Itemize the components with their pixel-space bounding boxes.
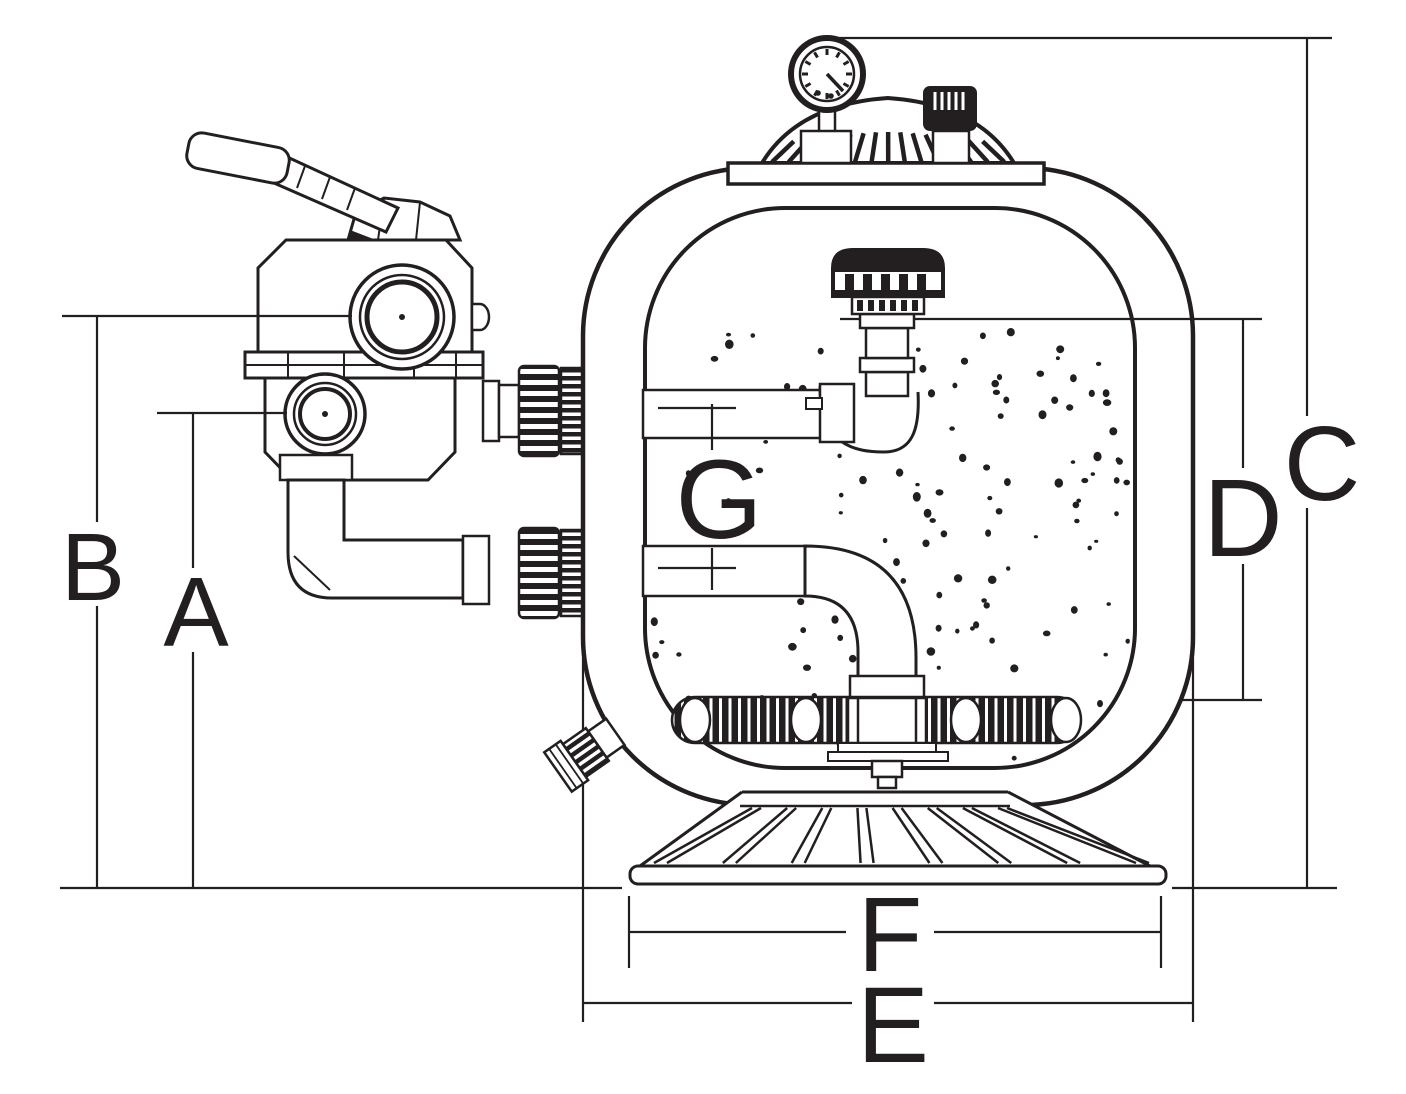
diffuser <box>831 248 945 398</box>
drain-fitting <box>542 717 627 794</box>
union-lower <box>517 526 584 620</box>
air-relief-plug <box>923 86 977 165</box>
valve-handle <box>185 131 463 242</box>
dimension-label-e: E <box>857 964 929 1085</box>
diffuser-elbow-block <box>818 382 856 444</box>
handle-grip <box>185 131 291 185</box>
valve-side-nub <box>470 302 491 332</box>
dimension-e: E <box>581 650 1195 1085</box>
pressure-gauge-icon <box>788 35 866 113</box>
base-skirt <box>639 790 1151 868</box>
return-pipe <box>641 544 807 598</box>
diffuser-elbow-nub <box>805 397 823 410</box>
dimension-label-a: A <box>163 557 229 667</box>
dimension-lines-under: B A C D E <box>60 38 1360 1085</box>
lateral-hub <box>846 696 928 745</box>
gauge-base <box>799 129 853 165</box>
inlet-pipe <box>641 388 824 440</box>
union-upper <box>517 364 584 458</box>
dimension-label-c: C <box>1284 405 1361 523</box>
port-leaders <box>62 314 405 417</box>
dimension-label-f: F <box>858 876 923 994</box>
dimension-label-d: D <box>1203 457 1282 580</box>
dimension-f: F <box>627 876 1163 994</box>
dimension-a: A <box>163 413 229 888</box>
tank-lid <box>726 35 1046 186</box>
standpipe-elbow <box>803 544 918 680</box>
filter-tank <box>580 165 1196 808</box>
dimension-c: C <box>1284 38 1361 888</box>
dimension-label-b: B <box>61 514 125 621</box>
multiport-valve <box>185 131 584 620</box>
gauge-tick-marks <box>802 49 852 99</box>
standpipe-coupling <box>848 674 926 700</box>
dimension-g: G <box>658 404 763 590</box>
tank-internals <box>641 248 1083 790</box>
lid-clamp-ring <box>726 161 1046 186</box>
dimension-d: D <box>1177 319 1283 702</box>
dimension-label-g: G <box>675 437 762 562</box>
down-pipe-socket <box>278 453 354 482</box>
dimension-b: B <box>61 316 125 888</box>
waste-elbow-pipe <box>286 478 465 600</box>
base-plate <box>628 864 1168 886</box>
laterals <box>670 695 1083 790</box>
